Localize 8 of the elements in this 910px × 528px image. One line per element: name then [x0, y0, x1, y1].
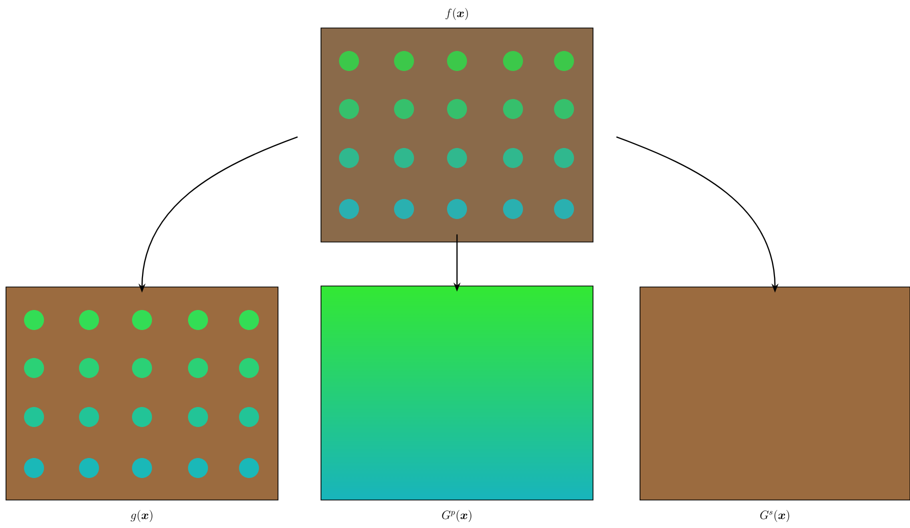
image-panel — [320, 286, 594, 522]
image-panel — [6, 286, 278, 522]
image-label: $G^{s}(\boldsymbol{x})$ — [760, 510, 790, 522]
image-label: $g(\boldsymbol{x})$ — [130, 510, 152, 522]
image-label: $f(\boldsymbol{x})$ — [446, 8, 468, 20]
image-label: $G^{p}(\boldsymbol{x})$ — [442, 510, 472, 522]
image-panel — [640, 286, 910, 522]
image-panel — [320, 8, 594, 242]
